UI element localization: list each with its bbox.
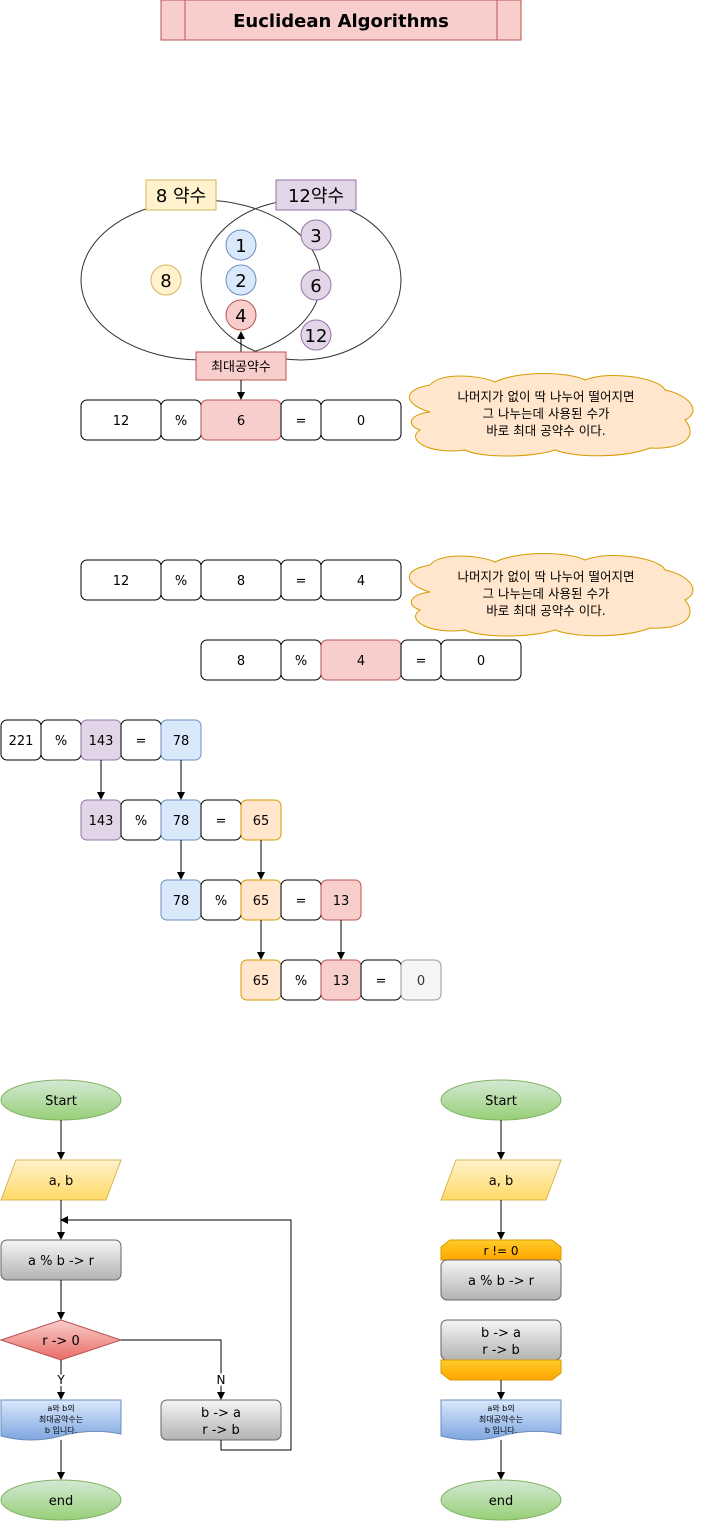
yes-label: Y [56,1373,65,1387]
process-label: a % b -> r [468,1274,535,1289]
output-label: b 입니다. [45,1425,77,1435]
start-label: Start [485,1094,517,1109]
end-node [440,1479,562,1521]
chain-cell: 65 [253,894,270,909]
eq-cell: = [416,654,427,669]
process-label: a % b -> r [28,1254,95,1269]
chain-cell: = [296,894,307,909]
venn-label-12: 12약수 [288,186,344,207]
venn-only-12-value: 3 [310,226,321,247]
cloud-line: 바로 최대 공약수 이다. [486,603,605,618]
eq-cell: 0 [477,654,485,669]
chain-cell: 78 [173,814,190,829]
eq-cell: 8 [237,574,245,589]
equation-8-mod-4: 8 % 4 = 0 [200,639,522,681]
swap-label: b -> a [201,1406,241,1421]
eq-cell: % [295,654,307,669]
chain-cell: 143 [89,814,114,829]
eq-cell: 4 [357,574,365,589]
output-node [440,1399,562,1441]
chain-cell: 78 [173,734,190,749]
cloud-line: 그 나누는데 사용된 수가 [483,586,610,601]
input-label: a, b [49,1174,73,1189]
eq-cell: = [296,574,307,589]
input-node [0,1159,122,1201]
chain-cell: % [55,734,67,749]
eq-cell: = [296,414,307,429]
decision-label: r -> 0 [42,1334,79,1349]
loop-start-label: r != 0 [483,1244,518,1258]
chain-cell: 13 [333,894,350,909]
flowchart-left: Start a, b a % b -> r r -> 0 Y N b -> a … [0,1079,292,1521]
eq-cell: 12 [113,574,130,589]
chain-cell: 13 [333,974,350,989]
cloud-note-2: 나머지가 없이 딱 나누어 떨어지면 그 나누는데 사용된 수가 바로 최대 공… [408,553,694,637]
loop-edge [60,1216,292,1451]
chain-cell: % [295,974,307,989]
input-node [440,1159,562,1201]
chain-cell: 143 [89,734,114,749]
eq-cell: 6 [237,414,245,429]
output-label: 최대공약수는 [479,1414,523,1424]
venn-label-8: 8 약수 [156,186,206,207]
chain-cell: = [216,814,227,829]
venn-only-12-value: 6 [310,276,321,297]
end-label: end [489,1494,514,1509]
swap-label: r -> b [482,1343,519,1358]
chain-cell: % [135,814,147,829]
output-label: a와 b의 [487,1403,514,1413]
start-label: Start [45,1094,77,1109]
venn-common-value: 4 [235,306,246,327]
end-node [0,1479,122,1521]
chain-cell: 65 [253,974,270,989]
title-box: Euclidean Algorithms [160,0,522,41]
cloud-line: 바로 최대 공약수 이다. [486,423,605,438]
page-title: Euclidean Algorithms [233,11,449,32]
output-label: 최대공약수는 [39,1414,83,1424]
gcd-label: 최대공약수 [211,360,271,375]
chain-cell: 0 [417,974,425,989]
process-node [440,1259,562,1301]
eq-cell: % [175,574,187,589]
cloud-line: 나머지가 없이 딱 나누어 떨어지면 [458,389,635,404]
input-label: a, b [489,1174,513,1189]
euclid-chain: 221 % 143 = 78 143 % 78 = 65 78 % 65 = 1… [0,719,442,1001]
chain-cell: % [215,894,227,909]
eq-cell: 8 [237,654,245,669]
venn-common-value: 2 [235,271,246,292]
swap-label: r -> b [202,1423,239,1438]
end-label: end [49,1494,74,1509]
chain-cell: 221 [9,734,34,749]
eq-cell: % [175,414,187,429]
output-label: b 입니다. [485,1425,517,1435]
cloud-note-1: 나머지가 없이 딱 나누어 떨어지면 그 나누는데 사용된 수가 바로 최대 공… [408,373,694,457]
equation-12-mod-6: 12 % 6 = 0 [80,399,402,441]
chain-cell: = [376,974,387,989]
eq-cell: 4 [357,654,365,669]
no-edge [121,1339,225,1400]
loop-start-node [440,1239,562,1261]
output-node [0,1399,122,1441]
venn-diagram: 8 약수 12약수 8 1 2 4 3 6 12 최대공약수 [80,179,402,400]
loop-end-node [440,1359,562,1381]
chain-cell: 65 [253,814,270,829]
equation-12-mod-8: 12 % 8 = 4 [80,559,402,601]
no-label: N [217,1373,226,1387]
chain-cell: = [136,734,147,749]
venn-only-12-value: 12 [305,326,328,347]
swap-label: b -> a [481,1326,521,1341]
venn-common-value: 1 [235,236,246,257]
cloud-line: 그 나누는데 사용된 수가 [483,406,610,421]
eq-cell: 12 [113,414,130,429]
cloud-line: 나머지가 없이 딱 나누어 떨어지면 [458,569,635,584]
flowchart-right: Start a, b r != 0 a % b -> r b -> a r ->… [440,1079,562,1521]
output-label: a와 b의 [47,1403,74,1413]
venn-only-8-value: 8 [160,271,171,292]
chain-cell: 78 [173,894,190,909]
eq-cell: 0 [357,414,365,429]
